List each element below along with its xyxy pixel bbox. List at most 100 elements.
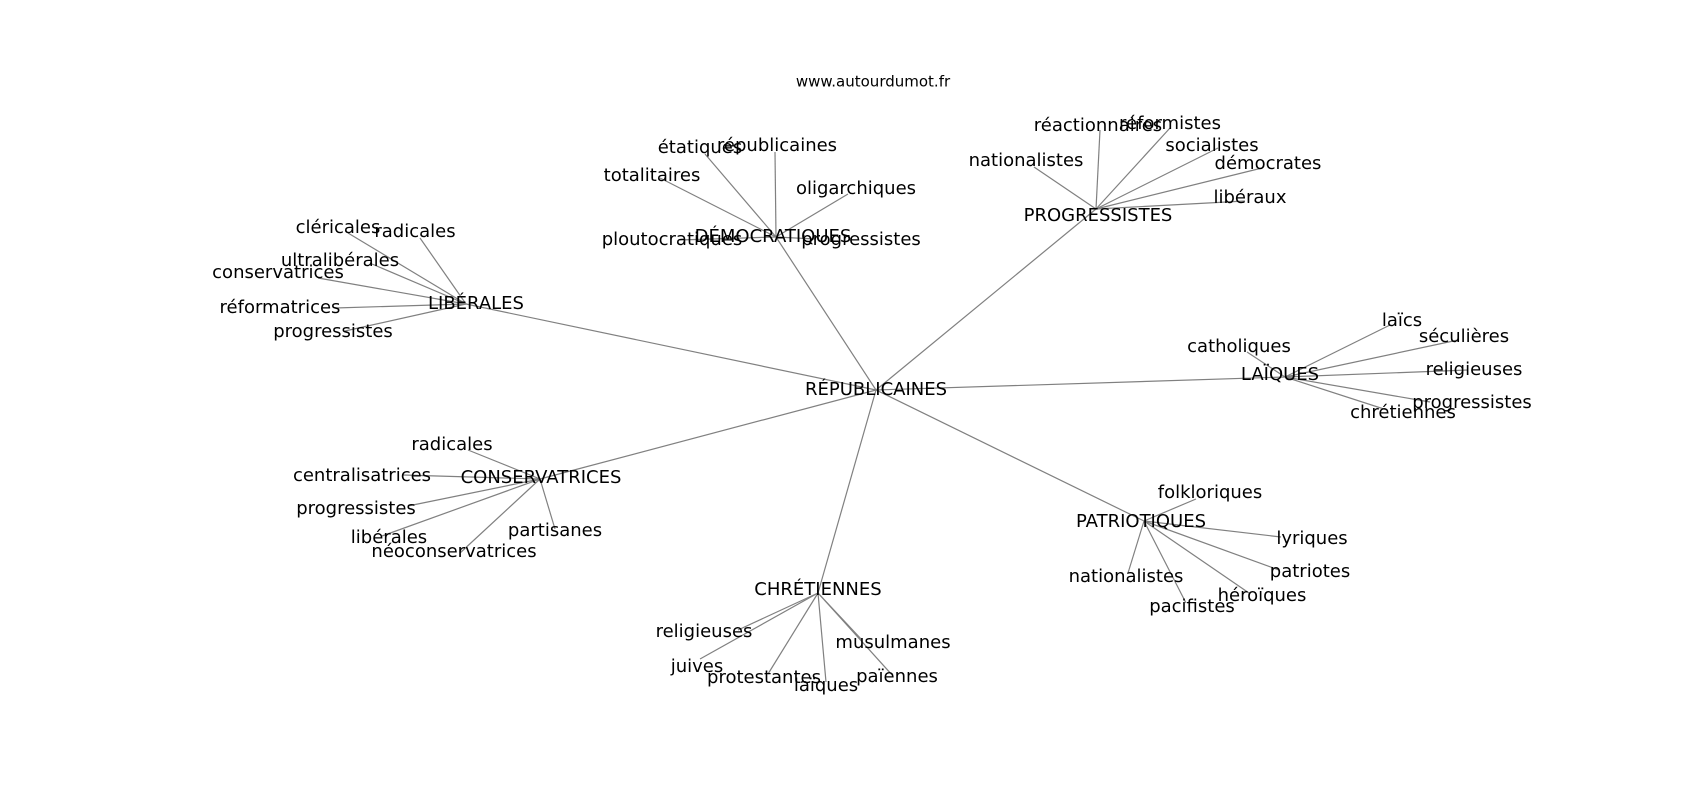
edges-layer — [317, 127, 1469, 683]
leaf-node-label[interactable]: nationalistes — [969, 150, 1084, 171]
edge-root-laiques — [875, 376, 1286, 391]
edge-laiques-leaf — [1284, 376, 1431, 403]
edge-chretiennes-leaf — [817, 592, 894, 677]
leaf-node-label[interactable]: progressistes — [296, 498, 416, 519]
leaf-node-label[interactable]: libéraux — [1214, 187, 1287, 208]
leaf-node-label[interactable]: ultralibérales — [281, 250, 399, 271]
leaf-node-label[interactable]: réformatrices — [220, 297, 341, 318]
edge-conservatrices-leaf — [459, 478, 541, 554]
edge-progressistes-leaf — [1095, 200, 1246, 210]
leaf-node-label[interactable]: protestantes — [707, 667, 821, 688]
hub-node-progressistes[interactable]: PROGRESSISTES — [1024, 205, 1173, 226]
leaf-node-label[interactable]: laïques — [794, 675, 858, 696]
edge-patriotiques-leaf — [1143, 520, 1280, 571]
hub-node-conservatrices[interactable]: CONSERVATRICES — [461, 467, 622, 488]
edge-progressistes-leaf — [1095, 127, 1171, 210]
leaf-node-label[interactable]: étatiques — [658, 137, 743, 158]
edge-laiques-leaf — [1246, 351, 1286, 378]
edge-democratiques-leaf — [775, 193, 849, 238]
edge-progressistes-leaf — [1033, 166, 1097, 210]
leaf-node-label[interactable]: pacifistes — [1149, 596, 1235, 617]
leaf-node-label[interactable]: cléricales — [296, 217, 381, 238]
edge-laiques-leaf — [1284, 324, 1391, 378]
labels-layer: RÉPUBLICAINESLIBÉRALEScléricalesradicale… — [212, 113, 1532, 696]
edge-liberales-leaf — [317, 277, 467, 305]
hub-node-chretiennes[interactable]: CHRÉTIENNES — [754, 578, 881, 600]
leaf-node-label[interactable]: nationalistes — [1069, 566, 1184, 587]
edge-patriotiques-leaf — [1143, 498, 1197, 522]
leaf-node-label[interactable]: radicales — [374, 221, 455, 242]
leaf-node-label[interactable]: chrétiennes — [1350, 402, 1456, 423]
edge-conservatrices-leaf — [467, 449, 541, 480]
hub-node-patriotiques[interactable]: PATRIOTIQUES — [1076, 511, 1206, 532]
edge-chretiennes-leaf — [767, 592, 819, 675]
leaf-node-label[interactable]: centralisatrices — [293, 465, 431, 486]
leaf-node-label[interactable]: républicaines — [717, 135, 837, 156]
site-url[interactable]: www.autourdumot.fr — [796, 73, 951, 91]
edge-patriotiques-leaf — [1143, 520, 1282, 538]
edge-root-patriotiques — [875, 389, 1145, 522]
edge-root-progressistes — [875, 208, 1097, 391]
leaf-node-label[interactable]: socialistes — [1165, 135, 1258, 156]
leaf-node-label[interactable]: réactionnaires — [1034, 115, 1162, 136]
leaf-node-label[interactable]: héroïques — [1218, 585, 1307, 606]
edge-root-democratiques — [775, 236, 877, 391]
leaf-node-label[interactable]: catholiques — [1187, 336, 1291, 357]
edge-patriotiques-leaf — [1143, 520, 1250, 594]
hub-node-democratiques[interactable]: DÉMOCRATIQUES — [695, 225, 852, 247]
leaf-node-label[interactable]: patriotes — [1270, 561, 1350, 582]
leaf-node-label[interactable]: radicales — [411, 434, 492, 455]
leaf-node-label[interactable]: séculières — [1419, 326, 1509, 347]
leaf-node-label[interactable]: folkloriques — [1158, 482, 1262, 503]
leaf-node-label[interactable]: religieuses — [1426, 359, 1523, 380]
edge-root-chretiennes — [817, 389, 877, 594]
edge-chretiennes-leaf — [737, 592, 819, 631]
edge-progressistes-leaf — [1095, 129, 1101, 210]
leaf-node-label[interactable]: religieuses — [656, 621, 753, 642]
leaf-node-label[interactable]: réformistes — [1119, 113, 1221, 134]
leaf-node-label[interactable]: oligarchiques — [796, 178, 916, 199]
leaf-node-label[interactable]: juives — [670, 656, 724, 677]
hub-node-laiques[interactable]: LAÏQUES — [1241, 364, 1319, 385]
edge-laiques-leaf — [1284, 376, 1388, 411]
leaf-node-label[interactable]: progressistes — [273, 321, 393, 342]
edge-liberales-leaf — [371, 263, 467, 305]
leaf-node-label[interactable]: libérales — [351, 527, 427, 548]
edge-democratiques-leaf — [659, 177, 777, 238]
edge-chretiennes-leaf — [817, 592, 827, 683]
leaf-node-label[interactable]: païennes — [856, 666, 938, 687]
leaf-node-label[interactable]: ploutocratiques — [602, 229, 743, 250]
edge-liberales-leaf — [347, 232, 467, 305]
edge-democratiques-leaf — [774, 151, 777, 238]
edge-democratiques-leaf — [679, 236, 777, 241]
leaf-node-label[interactable]: lyriques — [1276, 528, 1347, 549]
root-node-label[interactable]: RÉPUBLICAINES — [805, 378, 947, 400]
leaf-node-label[interactable]: conservatrices — [212, 262, 344, 283]
edge-progressistes-leaf — [1095, 167, 1263, 210]
edge-liberales-leaf — [419, 237, 467, 305]
hub-node-liberales[interactable]: LIBÉRALES — [428, 292, 524, 314]
leaf-node-label[interactable]: totalitaires — [604, 165, 701, 186]
edge-laiques-leaf — [1284, 339, 1459, 378]
edge-democratiques-leaf — [704, 153, 777, 238]
edge-conservatrices-leaf — [407, 478, 541, 507]
edge-patriotiques-leaf — [1127, 520, 1145, 574]
edge-patriotiques-leaf — [1143, 520, 1187, 604]
leaf-node-label[interactable]: progressistes — [801, 229, 921, 250]
leaf-node-label[interactable]: néoconservatrices — [371, 541, 536, 562]
leaf-node-label[interactable]: démocrates — [1215, 153, 1322, 174]
leaf-node-label[interactable]: partisanes — [508, 520, 602, 541]
edge-conservatrices-leaf — [539, 478, 556, 530]
edge-root-conservatrices — [539, 389, 877, 480]
edge-laiques-leaf — [1284, 369, 1469, 378]
edge-liberales-leaf — [334, 303, 467, 309]
leaf-node-label[interactable]: musulmanes — [835, 632, 950, 653]
edge-conservatrices-leaf — [381, 478, 541, 537]
edge-progressistes-leaf — [1095, 147, 1219, 210]
edge-root-liberales — [465, 303, 877, 391]
edge-conservatrices-leaf — [402, 474, 541, 480]
edge-chretiennes-leaf — [699, 592, 819, 660]
leaf-node-label[interactable]: laïcs — [1382, 310, 1422, 331]
leaf-node-label[interactable]: progressistes — [1412, 392, 1532, 413]
